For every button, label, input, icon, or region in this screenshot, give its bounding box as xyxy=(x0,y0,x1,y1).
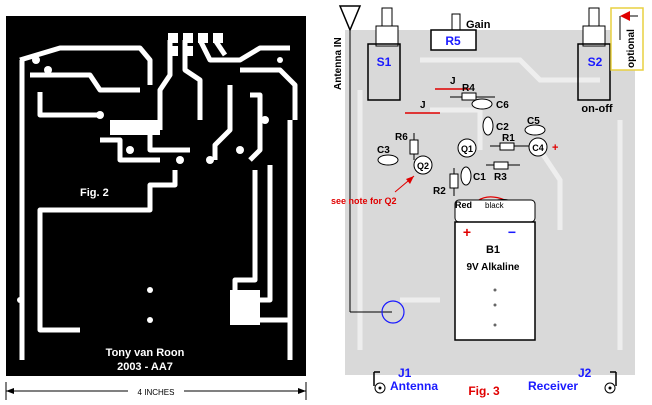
capacitor-c2: C2 xyxy=(482,116,509,136)
resistor-r1: R1 xyxy=(490,133,530,151)
on-off-label: on-off xyxy=(581,103,612,115)
q1-label: Q1 xyxy=(461,144,473,154)
battery-plus: + xyxy=(463,224,471,240)
fig3-label: Fig. 3 xyxy=(468,384,500,398)
r3-label: R3 xyxy=(494,172,507,183)
j1-label: J1 xyxy=(398,366,412,380)
c4-label: C4 xyxy=(532,143,544,153)
r5-label: R5 xyxy=(445,34,461,48)
q2-note: see note for Q2 xyxy=(331,196,397,206)
transistor-q1: Q1 xyxy=(457,138,477,158)
battery-type: 9V Alkaline xyxy=(467,262,520,273)
jumper-j-mid-label: J xyxy=(420,100,426,111)
fig2-pcb: Fig. 2 Tony van Roon 2003 - AA7 4 INCHES xyxy=(5,16,307,400)
j2-label: J2 xyxy=(578,366,592,380)
capacitor-c6: C6 xyxy=(471,98,509,111)
battery-b1: Red black + − B1 9V Alkaline xyxy=(454,196,536,341)
pot-r5: R5 Gain xyxy=(430,13,491,51)
copper-traces xyxy=(19,38,298,360)
j2-name: Receiver xyxy=(528,379,578,393)
resistor-r6: R6 xyxy=(395,132,419,160)
c1-label: C1 xyxy=(473,172,486,183)
jack-j2: J2 Receiver xyxy=(528,366,617,394)
dimension-arrow: 4 INCHES xyxy=(5,382,307,400)
switch-s1: S1 xyxy=(367,7,401,101)
ghost-traces xyxy=(357,57,623,350)
r2-label: R2 xyxy=(433,186,446,197)
jumper-j-top-label: J xyxy=(450,76,456,87)
note-arrow-head xyxy=(406,176,414,184)
switch-s2: S2 on-off xyxy=(577,7,613,115)
jack-j1: J1 Antenna xyxy=(373,366,438,394)
fig2-credit-line2: 2003 - AA7 xyxy=(117,361,173,373)
capacitor-c4: C4 + xyxy=(528,137,558,157)
s1-label: S1 xyxy=(377,55,392,69)
j1-name: Antenna xyxy=(390,379,438,393)
c4-plus: + xyxy=(552,142,558,154)
r1-label: R1 xyxy=(502,133,515,144)
c3-label: C3 xyxy=(377,145,390,156)
optional-label: optional xyxy=(626,29,637,68)
resistor-r3: R3 xyxy=(486,161,520,183)
antenna-symbol xyxy=(338,5,405,324)
fig3-layout: Antenna IN S1 R5 Gain S2 on-off xyxy=(331,5,644,398)
copper-pads xyxy=(17,33,283,325)
capacitor-c5: C5 xyxy=(524,116,546,136)
dimension-label: 4 INCHES xyxy=(138,388,175,397)
b1-label: B1 xyxy=(486,244,500,256)
fig2-label: Fig. 2 xyxy=(80,187,109,199)
s2-label: S2 xyxy=(588,55,603,69)
r4-label: R4 xyxy=(462,83,475,94)
optional-box: optional xyxy=(610,7,644,71)
q2-label: Q2 xyxy=(417,161,429,171)
fig2-credit-line1: Tony van Roon xyxy=(106,347,185,359)
c5-label: C5 xyxy=(527,116,540,127)
r6-label: R6 xyxy=(395,132,408,143)
transistor-q2: Q2 xyxy=(413,155,433,175)
c6-label: C6 xyxy=(496,100,509,111)
c2-label: C2 xyxy=(496,122,509,133)
black-wire-label: black xyxy=(485,201,505,210)
capacitor-c1: C1 xyxy=(460,166,486,186)
resistor-r2: R2 xyxy=(433,168,459,197)
antenna-in-label: Antenna IN xyxy=(333,37,344,90)
resistor-r4: R4 xyxy=(450,83,495,101)
red-wire-label: Red xyxy=(455,200,472,210)
battery-minus: − xyxy=(508,224,516,240)
gain-label: Gain xyxy=(466,19,491,31)
capacitor-c3: C3 xyxy=(377,145,399,166)
